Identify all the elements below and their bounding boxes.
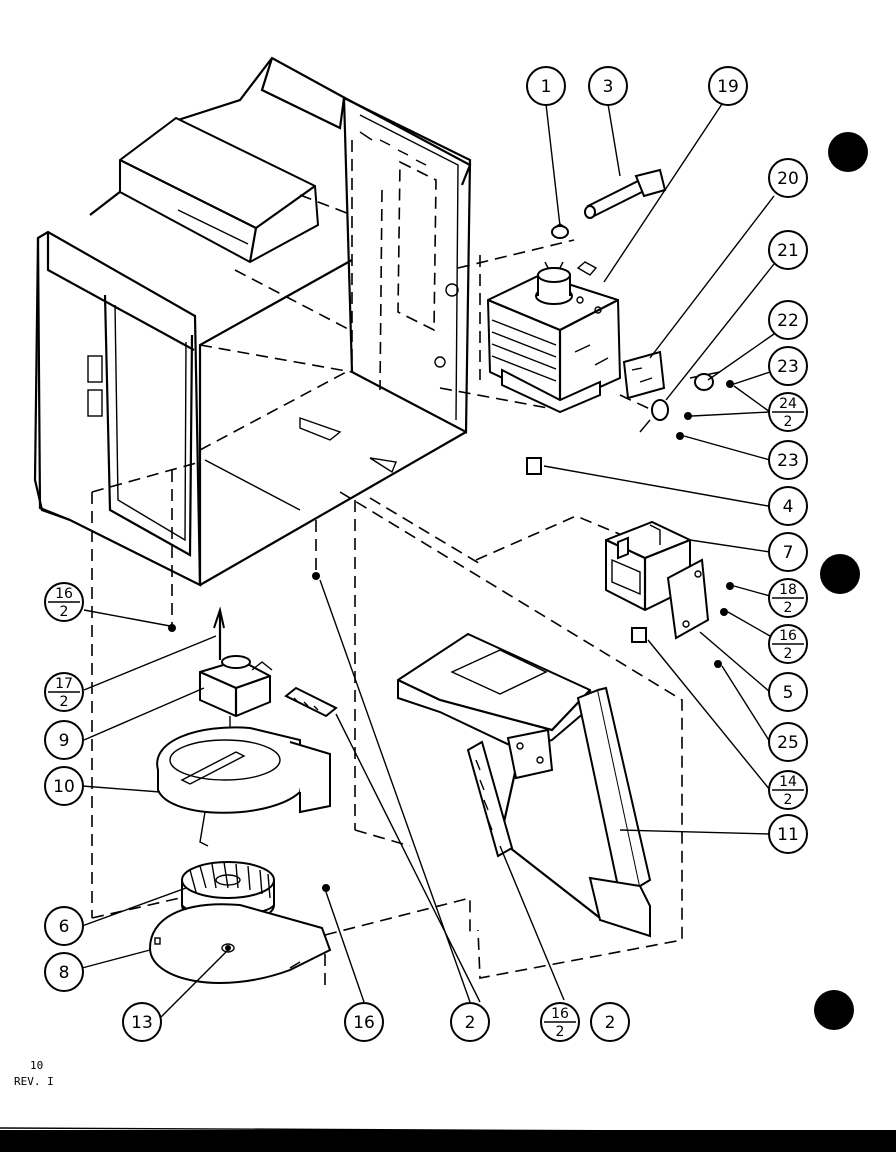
svg-text:2: 2 — [784, 646, 793, 662]
callout-10: 10 — [44, 766, 84, 806]
revision-label: REV. I — [14, 1075, 54, 1088]
screw-18 — [726, 582, 734, 590]
svg-text:2: 2 — [784, 600, 793, 616]
terminal-strip-2 — [284, 686, 338, 718]
svg-text:20: 20 — [777, 169, 799, 189]
callout-7: 7 — [768, 532, 808, 572]
binder-hole-bottom — [814, 990, 854, 1030]
thermal-cutout-1 — [551, 223, 569, 239]
washer-13 — [225, 945, 231, 951]
binder-hole-top — [828, 132, 868, 172]
screw-16b — [312, 572, 320, 580]
callout-8: 8 — [44, 952, 84, 992]
callout-24-of-2: 24 2 — [768, 392, 808, 432]
screw-16c — [720, 608, 728, 616]
svg-text:2: 2 — [784, 414, 793, 430]
callout-16-of-2-left: 16 2 — [44, 582, 84, 622]
callout-16-of-2-right: 16 2 — [768, 624, 808, 664]
svg-text:2: 2 — [465, 1013, 476, 1033]
svg-text:11: 11 — [777, 825, 799, 845]
screw-23a — [726, 380, 734, 388]
callout-5: 5 — [768, 672, 808, 712]
svg-text:14: 14 — [779, 774, 797, 790]
svg-text:13: 13 — [131, 1013, 153, 1033]
callout-9: 9 — [44, 720, 84, 760]
plate-5 — [666, 558, 710, 640]
scan-edge — [0, 1130, 896, 1152]
strip-2-right — [466, 740, 514, 858]
svg-text:16: 16 — [779, 628, 797, 644]
svg-text:16: 16 — [551, 1006, 569, 1022]
svg-text:16: 16 — [55, 586, 73, 602]
callout-17-of-2: 17 2 — [44, 672, 84, 712]
svg-text:2: 2 — [60, 604, 69, 620]
svg-text:23: 23 — [777, 357, 799, 377]
svg-text:23: 23 — [777, 451, 799, 471]
diode-21 — [639, 399, 669, 433]
fuse-lead-3 — [584, 168, 667, 219]
callout-22: 22 — [768, 300, 808, 340]
svg-text:16: 16 — [353, 1013, 375, 1033]
callout-4: 4 — [768, 486, 808, 526]
callout-16-of-2-bottom: 16 2 — [540, 1002, 580, 1042]
svg-text:4: 4 — [783, 497, 794, 517]
callout-6: 6 — [44, 906, 84, 946]
svg-text:3: 3 — [603, 77, 614, 97]
callout-19: 19 — [708, 66, 748, 106]
callout-3: 3 — [588, 66, 628, 106]
fan-motor-9 — [199, 606, 273, 730]
callout-18-of-2: 18 2 — [768, 578, 808, 618]
svg-text:24: 24 — [779, 396, 797, 412]
binder-hole-middle — [820, 554, 860, 594]
svg-text:2: 2 — [784, 792, 793, 808]
plate-20 — [622, 350, 666, 400]
screw-23b — [676, 432, 684, 440]
svg-text:21: 21 — [777, 241, 799, 261]
air-duct-11 — [397, 632, 652, 938]
svg-text:19: 19 — [717, 77, 739, 97]
svg-text:10: 10 — [53, 777, 75, 797]
svg-text:2: 2 — [605, 1013, 616, 1033]
callout-23-upper: 23 — [768, 346, 808, 386]
svg-text:5: 5 — [783, 683, 794, 703]
svg-text:2: 2 — [60, 694, 69, 710]
cabinet-chassis — [33, 56, 472, 587]
switch-4 — [526, 457, 542, 475]
blower-base-8 — [148, 903, 332, 984]
svg-text:6: 6 — [59, 917, 70, 937]
clip-22 — [694, 373, 714, 391]
callout-23-lower: 23 — [768, 440, 808, 480]
callout-1: 1 — [526, 66, 566, 106]
svg-text:9: 9 — [59, 731, 70, 751]
leader-lines — [81, 103, 775, 1021]
callout-11: 11 — [768, 814, 808, 854]
page-number: 10 — [30, 1059, 44, 1072]
callout-20: 20 — [768, 158, 808, 198]
callout-25: 25 — [768, 722, 808, 762]
spring-14 — [631, 627, 647, 643]
callout-14-of-2: 14 2 — [768, 770, 808, 810]
callout-21: 21 — [768, 230, 808, 270]
svg-text:17: 17 — [55, 676, 73, 692]
svg-text:1: 1 — [541, 77, 552, 97]
svg-text:18: 18 — [779, 582, 797, 598]
callout-2-left: 2 — [450, 1002, 490, 1042]
callout-13: 13 — [122, 1002, 162, 1042]
screw-24 — [684, 412, 692, 420]
screw-25 — [714, 660, 722, 668]
svg-text:2: 2 — [556, 1024, 565, 1040]
svg-text:25: 25 — [777, 733, 799, 753]
blower-housing-10 — [156, 726, 331, 847]
callout-2-right: 2 — [590, 1002, 630, 1042]
callout-16-bottom: 16 — [344, 1002, 384, 1042]
magnetron-19 — [486, 261, 622, 414]
svg-text:22: 22 — [777, 311, 799, 331]
alignment-lines — [91, 239, 721, 985]
screw-16d — [322, 884, 330, 892]
svg-text:7: 7 — [783, 543, 794, 563]
svg-text:8: 8 — [59, 963, 70, 983]
